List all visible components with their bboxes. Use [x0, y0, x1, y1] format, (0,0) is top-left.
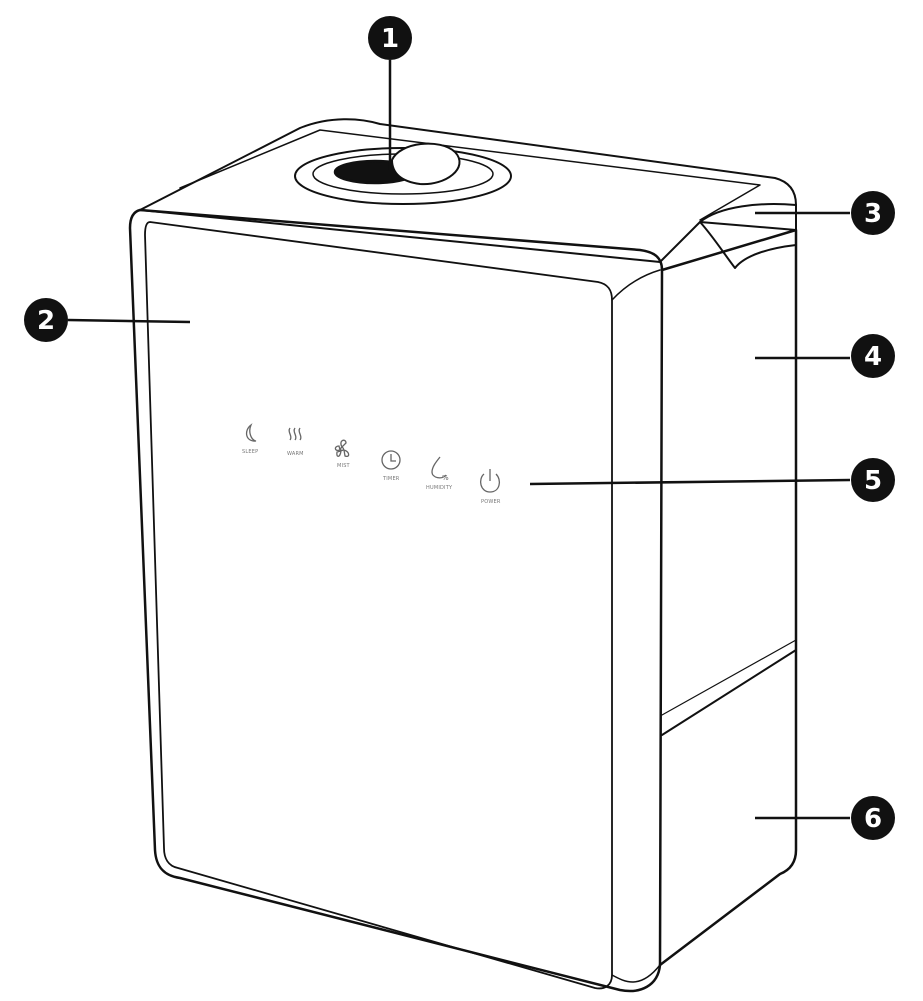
- moon-icon[interactable]: [245, 423, 257, 442]
- side-bevel: [611, 269, 661, 983]
- label-power: POWER: [481, 499, 501, 505]
- callout-5-number: 5: [864, 466, 882, 496]
- callout-2: 2: [24, 298, 68, 342]
- callout-2-number: 2: [37, 306, 55, 336]
- humidity-drop-icon[interactable]: %: [431, 456, 449, 482]
- callout-1: 1: [368, 16, 412, 60]
- tank-divider-2: [661, 639, 797, 716]
- callout-3: 3: [851, 191, 895, 235]
- callout-6: 6: [851, 796, 895, 840]
- label-humidity: HUMIDITY: [426, 485, 453, 491]
- top-surface: [139, 118, 797, 263]
- power-icon[interactable]: [479, 469, 501, 493]
- front-panel-inner: [144, 221, 613, 990]
- callout-4: 4: [851, 334, 895, 378]
- warm-waves-icon[interactable]: [288, 427, 302, 441]
- leader-line-5: [529, 478, 851, 486]
- label-timer: TIMER: [382, 476, 400, 482]
- callout-4-number: 4: [864, 342, 882, 372]
- top-rim: [179, 129, 761, 221]
- leader-line-2: [67, 318, 191, 324]
- clock-icon[interactable]: [381, 450, 401, 470]
- handle-recess: [699, 203, 797, 269]
- mist-nozzle: [294, 142, 512, 205]
- control-panel-labels: SLEEP WARM MIST TIMER HUMIDITY POWER: [242, 449, 501, 505]
- fan-icon[interactable]: [334, 439, 350, 458]
- callout-1-number: 1: [381, 24, 399, 54]
- tank-divider: [661, 649, 797, 736]
- label-mist: MIST: [337, 463, 351, 469]
- callout-3-number: 3: [864, 199, 882, 229]
- callout-5: 5: [851, 458, 895, 502]
- label-warm: WARM: [287, 451, 304, 457]
- control-panel: %: [245, 423, 501, 493]
- svg-text:%: %: [442, 474, 449, 482]
- label-sleep: SLEEP: [242, 449, 258, 455]
- side-body: [658, 228, 798, 967]
- front-panel-outer: [128, 208, 664, 993]
- callout-6-number: 6: [864, 804, 882, 834]
